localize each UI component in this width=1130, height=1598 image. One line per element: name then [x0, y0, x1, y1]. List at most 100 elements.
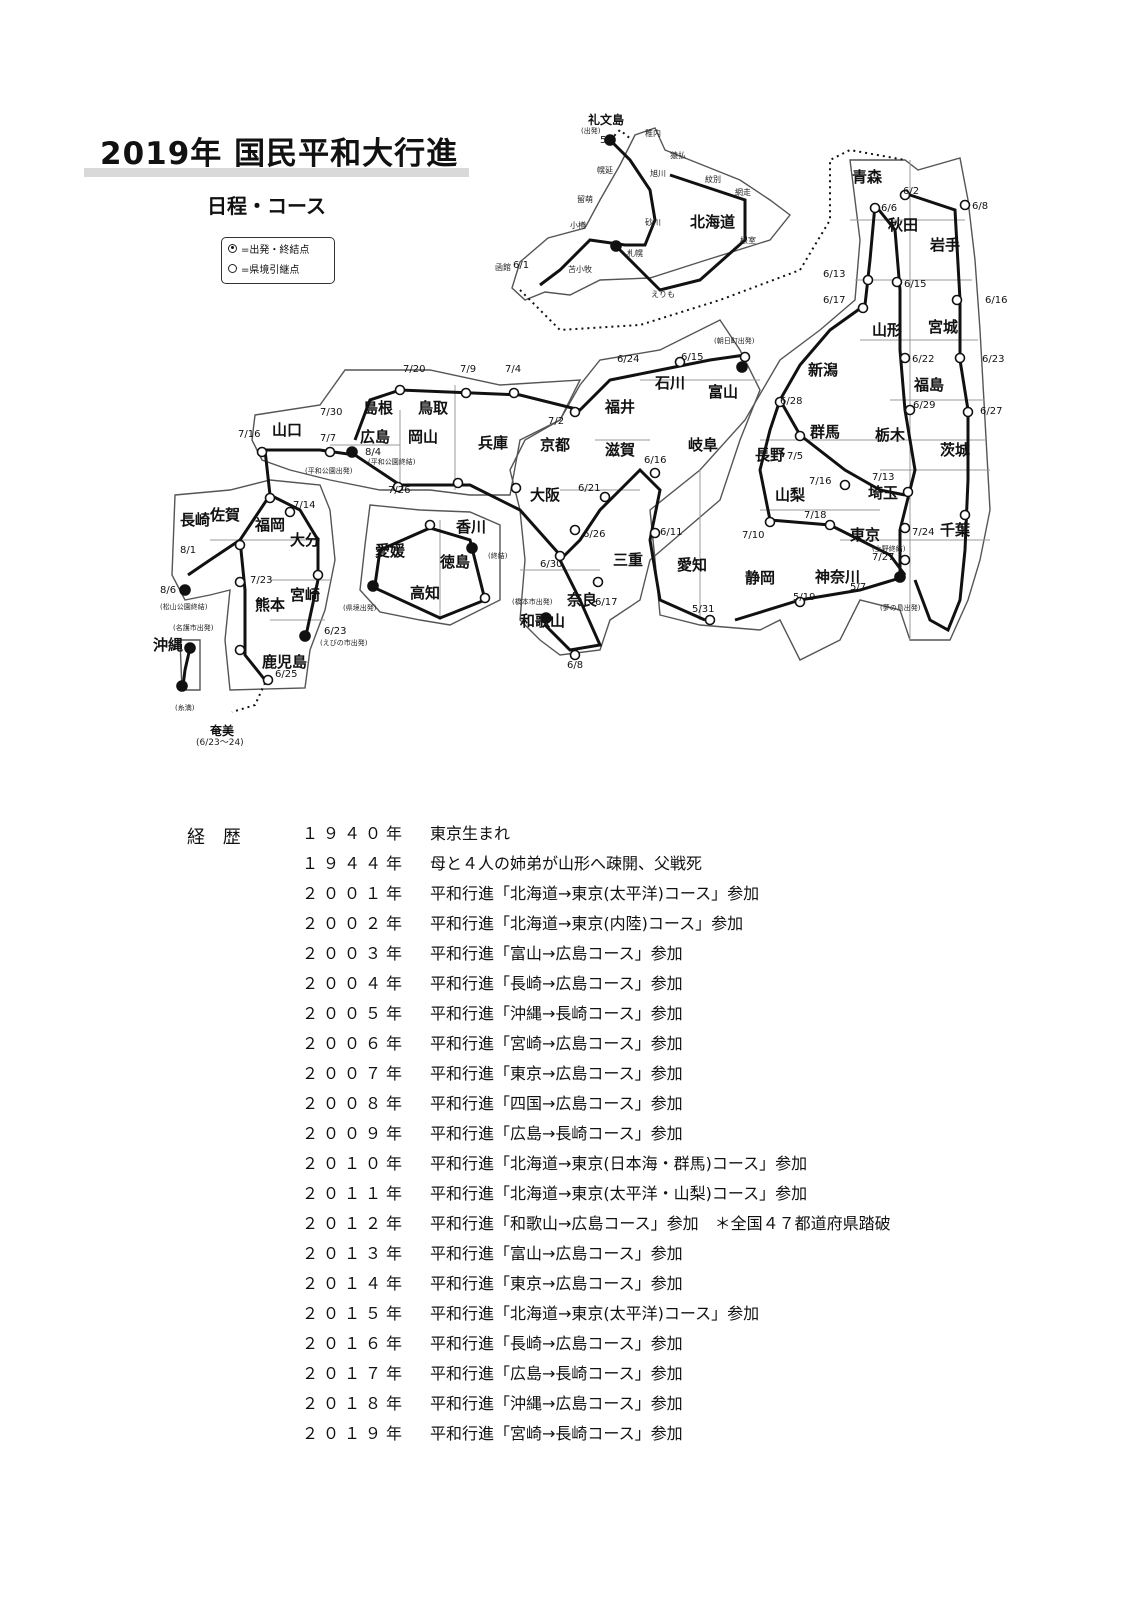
route-tohoku-east — [909, 193, 970, 633]
label-amami: 奄美 — [209, 723, 235, 738]
map-label: 7/7 — [320, 433, 336, 444]
map-label: 8/4 — [365, 447, 381, 458]
label-toyama: 富山 — [708, 383, 738, 401]
career-text: 平和行進「北海道→東京(内陸)コース」参加 — [430, 914, 744, 933]
career-text: 平和行進「長崎→広島コース」参加 — [430, 1334, 683, 1353]
route-point — [452, 477, 464, 489]
map-label: 6/22 — [912, 354, 934, 365]
label-kagawa: 香川 — [456, 518, 486, 536]
map-label: 小樽 — [570, 220, 586, 230]
career-text: 平和行進「北海道→東京(太平洋・山梨)コース」参加 — [430, 1184, 808, 1203]
career-text: 平和行進「北海道→東京(日本海・群馬)コース」参加 — [430, 1154, 808, 1173]
label-gunma: 群馬 — [810, 423, 840, 441]
route-point — [324, 446, 336, 458]
route-point — [184, 642, 196, 654]
career-year: ２００６年 — [302, 1034, 408, 1053]
label-kumamoto: 熊本 — [255, 596, 285, 614]
label-ehime: 愛媛 — [375, 542, 406, 560]
label-hiroshima: 広島 — [360, 428, 390, 446]
map-label: 網走 — [735, 187, 751, 197]
map-label: 6/8 — [972, 201, 988, 212]
map-label: 7/23 — [250, 575, 272, 586]
route-point — [284, 506, 296, 518]
start-end-points — [176, 134, 906, 692]
route-point — [736, 361, 748, 373]
career-text: 平和行進「宮崎→長崎コース」参加 — [430, 1424, 683, 1443]
route-point — [466, 542, 478, 554]
route-point — [899, 189, 911, 201]
career-text: 平和行進「北海道→東京(太平洋)コース」参加 — [430, 884, 760, 903]
label-ishikawa: 石川 — [654, 374, 685, 392]
career-text: 平和行進「広島→長崎コース」参加 — [430, 1364, 683, 1383]
map-label: 7/27 — [872, 552, 894, 563]
route-point — [794, 430, 806, 442]
career-text: 平和行進「和歌山→広島コース」参加 ＊全国４７都道府県踏破 — [430, 1214, 891, 1233]
label-miyagi: 宮城 — [928, 318, 958, 336]
map-label: 5/31 — [692, 604, 714, 615]
label-tochigi: 栃木 — [875, 426, 906, 444]
route-point — [899, 554, 911, 566]
route-point — [299, 630, 311, 642]
map-label: 7/13 — [872, 472, 894, 483]
map-label: 函館 — [495, 262, 511, 272]
map-label: 6/21 — [578, 483, 600, 494]
label-fukui: 福井 — [604, 398, 635, 416]
route-point — [649, 527, 661, 539]
career-year: ２０１４年 — [302, 1274, 408, 1293]
label-saitama: 埼玉 — [868, 484, 898, 502]
career-year: ２０１９年 — [302, 1424, 408, 1443]
map-label: 6/16 — [644, 455, 666, 466]
label-kagoshima: 鹿児島 — [262, 653, 307, 671]
label-shiga: 滋賀 — [605, 441, 635, 459]
route-point — [951, 294, 963, 306]
route-point — [179, 584, 191, 596]
route-point — [569, 406, 581, 418]
route-point — [954, 352, 966, 364]
career-text: 平和行進「広島→長崎コース」参加 — [430, 1124, 683, 1143]
map-label: 7/2 — [548, 416, 564, 427]
career-year: ２００４年 — [302, 974, 408, 993]
map-label: (橋本市出発) — [512, 597, 553, 606]
map-outlines — [171, 127, 991, 691]
map-label: 6/8 — [567, 660, 583, 671]
label-tokyo: 東京 — [850, 526, 880, 544]
label-yamaguchi: 山口 — [272, 421, 302, 439]
map-label: 6/11 — [660, 527, 682, 538]
map-label: 札幌 — [627, 248, 643, 258]
route-map: 北海道 青森 秋田 岩手 山形 宮城 新潟 福島 群馬 栃木 茨城 長野 山梨 … — [153, 112, 1007, 748]
route-point — [764, 516, 776, 528]
map-label: 6/25 — [275, 669, 297, 680]
ferry-routes — [231, 128, 906, 713]
route-point — [902, 486, 914, 498]
label-oita: 大分 — [290, 531, 320, 549]
route-point — [569, 524, 581, 536]
career-year: ２０１６年 — [302, 1334, 408, 1353]
note-labels: (出発) (朝日町出発) (上野終結) (夢の島出発) (橋本市出発) (平和公… — [160, 126, 921, 748]
map-label: 8/1 — [180, 545, 196, 556]
label-yamagata: 山形 — [872, 321, 902, 339]
route-point — [862, 274, 874, 286]
date-labels: 5/6 6/1 6/2 6/8 6/6 6/13 6/15 6/17 6/16 … — [160, 135, 1007, 680]
map-label: 砂川 — [645, 217, 661, 227]
route-point — [704, 614, 716, 626]
label-niigata: 新潟 — [808, 361, 838, 379]
map-label: 5/7 — [850, 582, 866, 593]
route-point — [592, 576, 604, 588]
map-label: 6/15 — [904, 279, 926, 290]
route-point — [176, 680, 188, 692]
label-okinawa: 沖縄 — [153, 636, 183, 654]
label-gifu: 岐阜 — [688, 436, 718, 454]
route-point — [508, 387, 520, 399]
route-point — [392, 481, 404, 493]
route-hokkaido-a — [539, 138, 657, 287]
route-point — [824, 519, 836, 531]
map-label: 7/16 — [238, 429, 260, 440]
map-label: (名護市出発) — [173, 623, 214, 632]
map-label: 留萌 — [577, 194, 593, 204]
label-wakayama: 和歌山 — [520, 612, 565, 630]
route-point — [649, 467, 661, 479]
route-point — [510, 482, 522, 494]
route-point — [424, 519, 436, 531]
route-kyushu — [187, 449, 320, 681]
map-label: (糸満) — [175, 703, 195, 712]
